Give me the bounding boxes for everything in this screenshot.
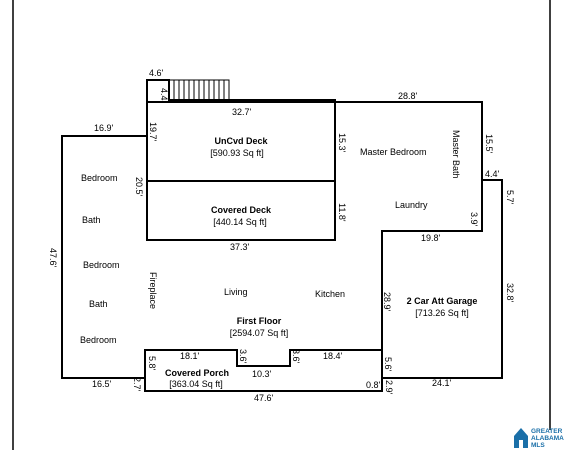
dim-label: 32.7' <box>232 107 252 117</box>
area-value-uncvd-deck: [590.93 Sq ft] <box>210 148 264 158</box>
area-value-covered-porch: [363.04 Sq ft] <box>169 379 223 389</box>
dim-label: 3.6' <box>238 349 248 364</box>
covered-porch-outline <box>144 349 382 378</box>
dim-label: 18.4' <box>323 351 343 361</box>
dim-label: 3.9' <box>469 212 479 227</box>
dim-label: 47.6' <box>48 248 58 268</box>
area-title-covered-deck: Covered Deck <box>211 205 272 215</box>
dim-label: 5.6' <box>383 357 393 372</box>
greater-alabama-mls-logo: GREATER ALABAMA MLS <box>514 428 564 449</box>
logo-text-line3: MLS <box>531 442 545 449</box>
room-label-bedroom: Bedroom <box>83 260 120 270</box>
dim-label: 18.1' <box>180 351 200 361</box>
dim-label: 15.5' <box>484 134 494 154</box>
house-logo-icon <box>514 428 528 448</box>
area-value-covered-deck: [440.14 Sq ft] <box>213 217 267 227</box>
dim-label: 2.7' <box>132 377 142 392</box>
house-outline <box>61 79 503 392</box>
dim-label: 5.8' <box>147 356 157 371</box>
room-label-bath: Bath <box>82 215 101 225</box>
dim-label: 4.6' <box>149 68 164 78</box>
room-label-master-bath: Master Bath <box>451 130 461 179</box>
dim-label: 11.8' <box>337 203 347 222</box>
room-label-bath: Bath <box>89 299 108 309</box>
logo-text-line1: GREATER <box>531 428 563 435</box>
dim-label: 5.7' <box>505 190 515 205</box>
dim-label: 3.6' <box>291 349 301 364</box>
dim-label: 24.1' <box>432 378 452 388</box>
room-label-bedroom: Bedroom <box>81 173 118 183</box>
garage-outline <box>381 180 483 391</box>
dim-label: 32.8' <box>505 283 515 303</box>
dim-label: 28.8' <box>398 91 418 101</box>
dim-label: 4.4' <box>485 169 500 179</box>
room-label-master-bedroom: Master Bedroom <box>360 147 427 157</box>
area-title-first-floor: First Floor <box>237 316 282 326</box>
area-title-garage: 2 Car Att Garage <box>407 296 478 306</box>
area-value-first-floor: [2594.07 Sq ft] <box>230 328 289 338</box>
room-label-laundry: Laundry <box>395 200 428 210</box>
dim-label: 37.3' <box>230 242 250 252</box>
room-label-kitchen: Kitchen <box>315 289 345 299</box>
dim-label: 47.6' <box>254 393 274 403</box>
dim-label: 2.9' <box>384 380 394 395</box>
logo-text-line2: ALABAMA <box>531 435 564 442</box>
area-value-garage: [713.26 Sq ft] <box>415 308 469 318</box>
house-logo-door <box>519 440 523 448</box>
room-label-bedroom: Bedroom <box>80 335 117 345</box>
room-label-fireplace: Fireplace <box>148 272 158 309</box>
uncvd-deck-outline <box>146 101 336 241</box>
dim-label: 10.3' <box>252 369 272 379</box>
dim-label: 20.5' <box>134 177 144 197</box>
dim-label: 0.8' <box>366 380 381 390</box>
dim-label: 19.7' <box>148 122 158 142</box>
room-label-living: Living <box>224 287 248 297</box>
dim-label: 16.5' <box>92 379 112 389</box>
stairs-icon <box>168 79 230 103</box>
dim-label: 28.9' <box>382 292 392 312</box>
area-title-uncvd-deck: UnCvd Deck <box>214 136 268 146</box>
dim-label: 16.9' <box>94 123 114 133</box>
dim-label: 4.4' <box>159 88 169 103</box>
dim-label: 15.3' <box>337 133 347 153</box>
area-title-covered-porch: Covered Porch <box>165 368 229 378</box>
dim-label: 19.8' <box>421 233 441 243</box>
